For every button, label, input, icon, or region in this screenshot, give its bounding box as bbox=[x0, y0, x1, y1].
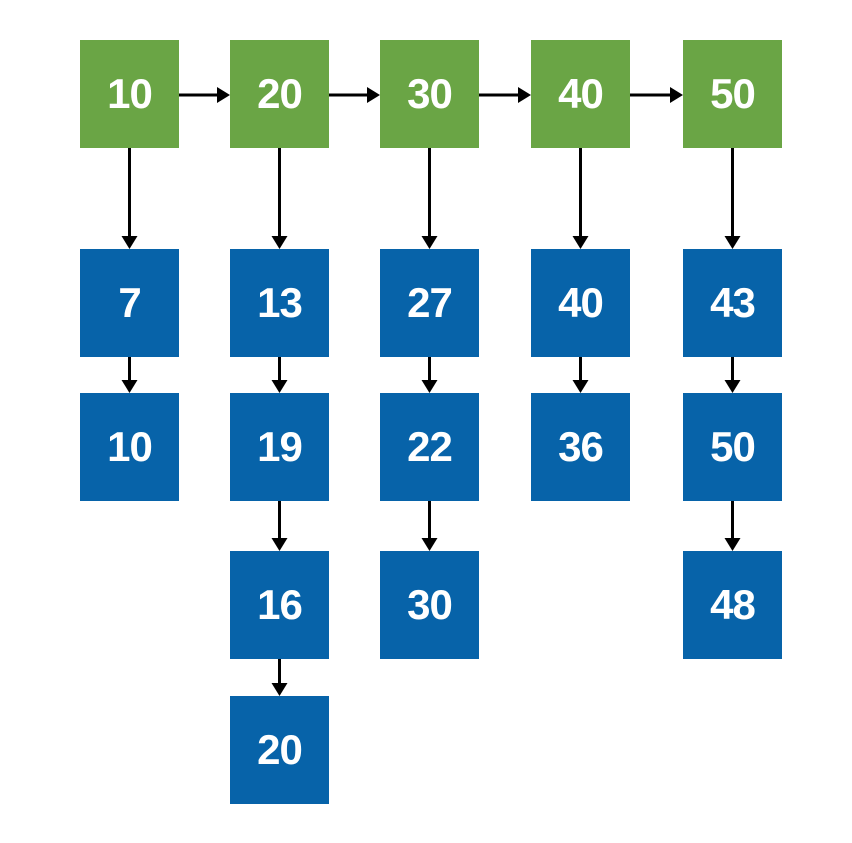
arrow-col3-to-node-3 bbox=[421, 501, 438, 551]
arrow-col5-to-node-1 bbox=[724, 148, 741, 249]
child-node-col2-3: 16 bbox=[230, 551, 329, 659]
arrow-head-40-to-50 bbox=[630, 87, 683, 103]
child-node-col3-2: 22 bbox=[380, 393, 479, 501]
arrow-col3-to-node-2 bbox=[421, 357, 438, 393]
child-node-col2-1: 13 bbox=[230, 249, 329, 357]
arrow-col2-to-node-2 bbox=[271, 357, 288, 393]
child-node-col3-1: 27 bbox=[380, 249, 479, 357]
arrow-col2-to-node-4 bbox=[271, 659, 288, 696]
child-node-col5-3: 48 bbox=[683, 551, 782, 659]
arrow-col1-to-node-2 bbox=[121, 357, 138, 393]
arrow-col5-to-node-3 bbox=[724, 501, 741, 551]
arrow-col4-to-node-1 bbox=[572, 148, 589, 249]
child-node-col5-1: 43 bbox=[683, 249, 782, 357]
child-node-col1-1: 7 bbox=[80, 249, 179, 357]
arrow-col4-to-node-2 bbox=[572, 357, 589, 393]
child-node-col4-2: 36 bbox=[531, 393, 630, 501]
arrow-col2-to-node-1 bbox=[271, 148, 288, 249]
arrow-col2-to-node-3 bbox=[271, 501, 288, 551]
arrow-head-30-to-40 bbox=[479, 87, 531, 103]
head-node-30: 30 bbox=[380, 40, 479, 148]
child-node-col2-4: 20 bbox=[230, 696, 329, 804]
head-node-40: 40 bbox=[531, 40, 630, 148]
child-node-col4-1: 40 bbox=[531, 249, 630, 357]
arrow-head-20-to-30 bbox=[329, 87, 380, 103]
child-node-col3-3: 30 bbox=[380, 551, 479, 659]
child-node-col5-2: 50 bbox=[683, 393, 782, 501]
child-node-col1-2: 10 bbox=[80, 393, 179, 501]
arrow-col3-to-node-1 bbox=[421, 148, 438, 249]
arrow-col1-to-node-1 bbox=[121, 148, 138, 249]
head-node-10: 10 bbox=[80, 40, 179, 148]
head-node-20: 20 bbox=[230, 40, 329, 148]
arrow-col5-to-node-2 bbox=[724, 357, 741, 393]
arrow-head-10-to-20 bbox=[179, 87, 230, 103]
child-node-col2-2: 19 bbox=[230, 393, 329, 501]
head-node-50: 50 bbox=[683, 40, 782, 148]
